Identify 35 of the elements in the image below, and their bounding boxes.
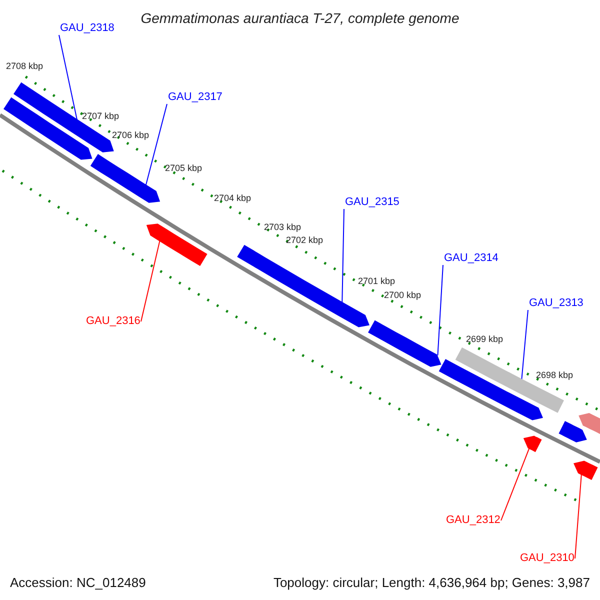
- leader-line: [500, 448, 530, 521]
- scale-tick-label: 2703 kbp: [264, 223, 302, 232]
- title: Gemmatimonas aurantiaca T-27, complete genome: [140, 11, 460, 25]
- scale-tick-label: 2699 kbp: [466, 334, 504, 344]
- scale-tick-label: 2698 kbp: [536, 370, 574, 380]
- leader-line: [58, 34, 78, 120]
- gene-feature: [578, 412, 600, 436]
- scale-tick-label: 2708 kbp: [6, 62, 44, 72]
- gene-feature: [574, 460, 598, 480]
- gene-feature: [146, 224, 208, 266]
- footer-info-text: Accession: NC_012489: [10, 576, 146, 589]
- leader-line: [521, 310, 528, 380]
- gene-feature: [523, 436, 542, 452]
- gene-feature: [368, 320, 442, 367]
- gene-name-label: GAU_2314: [444, 253, 498, 264]
- scale-tick-label: 2706 kbp: [112, 130, 150, 140]
- gene-name-label: GAU_2312: [446, 515, 500, 526]
- gene-name-label: GAU_2310: [520, 553, 574, 564]
- footer-info-text: Topology: circular; Length: 4,636,964 bp; Genes: 3,987: [273, 576, 590, 589]
- scale-tick-label: 2700 kbp: [384, 291, 422, 300]
- leader-line: [145, 104, 168, 186]
- leader-line: [140, 240, 160, 322]
- scale-tick-label: 2707 kbp: [82, 112, 120, 121]
- gene-feature: [90, 154, 160, 203]
- gene-name-label: GAU_2316: [86, 316, 140, 327]
- scale-tick-label: 2701 kbp: [358, 276, 396, 286]
- gene-name-label: GAU_2313: [529, 298, 584, 309]
- gene-name-label: GAU_2318: [60, 23, 114, 34]
- scale-tick-label: 2704 kbp: [214, 194, 252, 202]
- leader-line: [574, 474, 582, 559]
- gene-feature: [558, 421, 587, 442]
- leader-line: [437, 264, 444, 356]
- leader-line: [342, 208, 344, 303]
- gene-name-label: GAU_2315: [345, 197, 400, 208]
- gene-name-label: GAU_2317: [168, 92, 222, 103]
